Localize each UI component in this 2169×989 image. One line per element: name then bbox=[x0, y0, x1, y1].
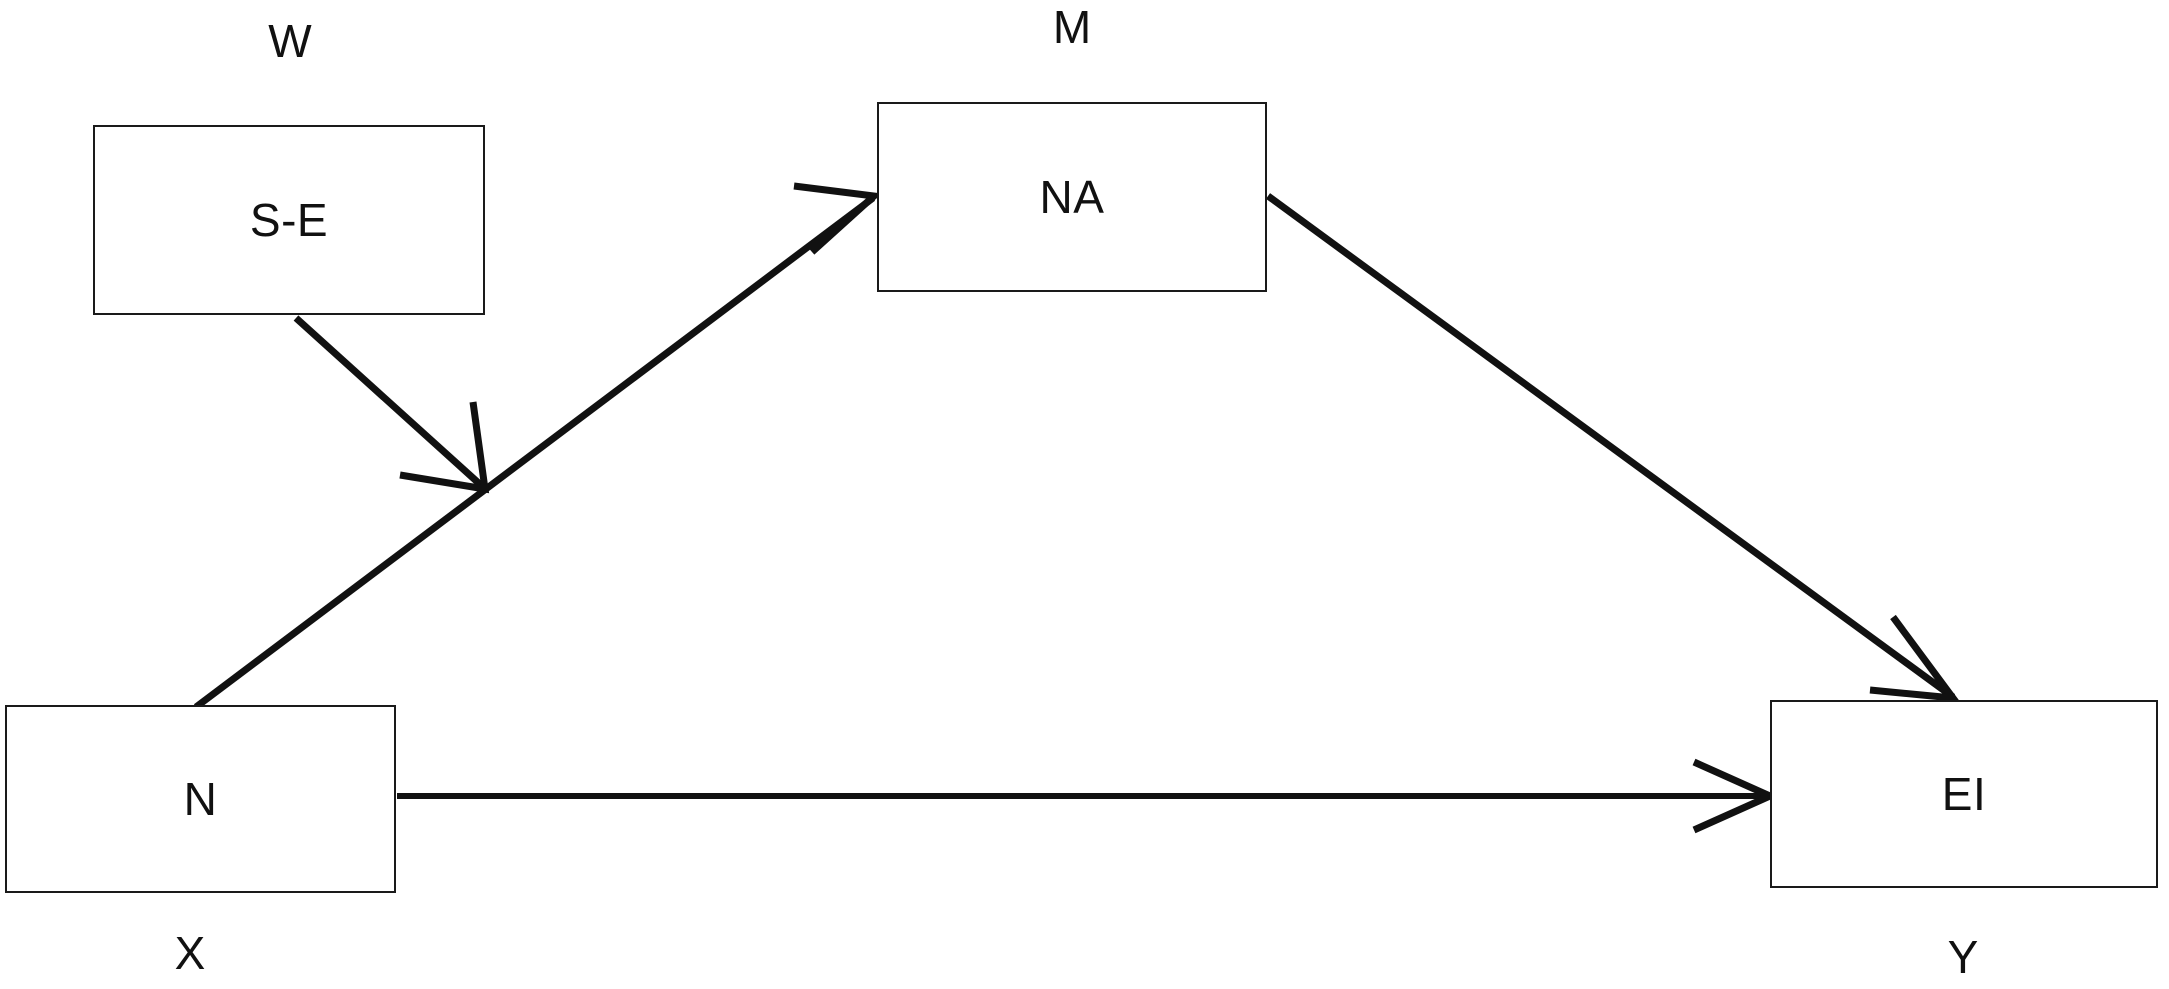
node-label-ei: EI bbox=[1941, 768, 1987, 820]
edge-n-to-na bbox=[193, 182, 883, 710]
node-label-se: S-E bbox=[249, 194, 329, 246]
edge-na-to-ei bbox=[1265, 193, 1961, 703]
role-label-x: X bbox=[174, 927, 206, 979]
node-box-na[interactable]: NA bbox=[877, 102, 1267, 292]
role-label-m: M bbox=[1052, 1, 1092, 53]
edge-n-to-ei bbox=[397, 758, 1779, 834]
role-label-y: Y bbox=[1947, 931, 1979, 983]
node-label-n: N bbox=[183, 773, 218, 825]
role-label-w: W bbox=[268, 15, 312, 67]
node-label-na: NA bbox=[1039, 171, 1105, 223]
node-box-se[interactable]: S-E bbox=[93, 125, 485, 315]
edge-se-moderation bbox=[293, 315, 490, 494]
node-box-n[interactable]: N bbox=[5, 705, 396, 893]
node-box-ei[interactable]: EI bbox=[1770, 700, 2158, 888]
